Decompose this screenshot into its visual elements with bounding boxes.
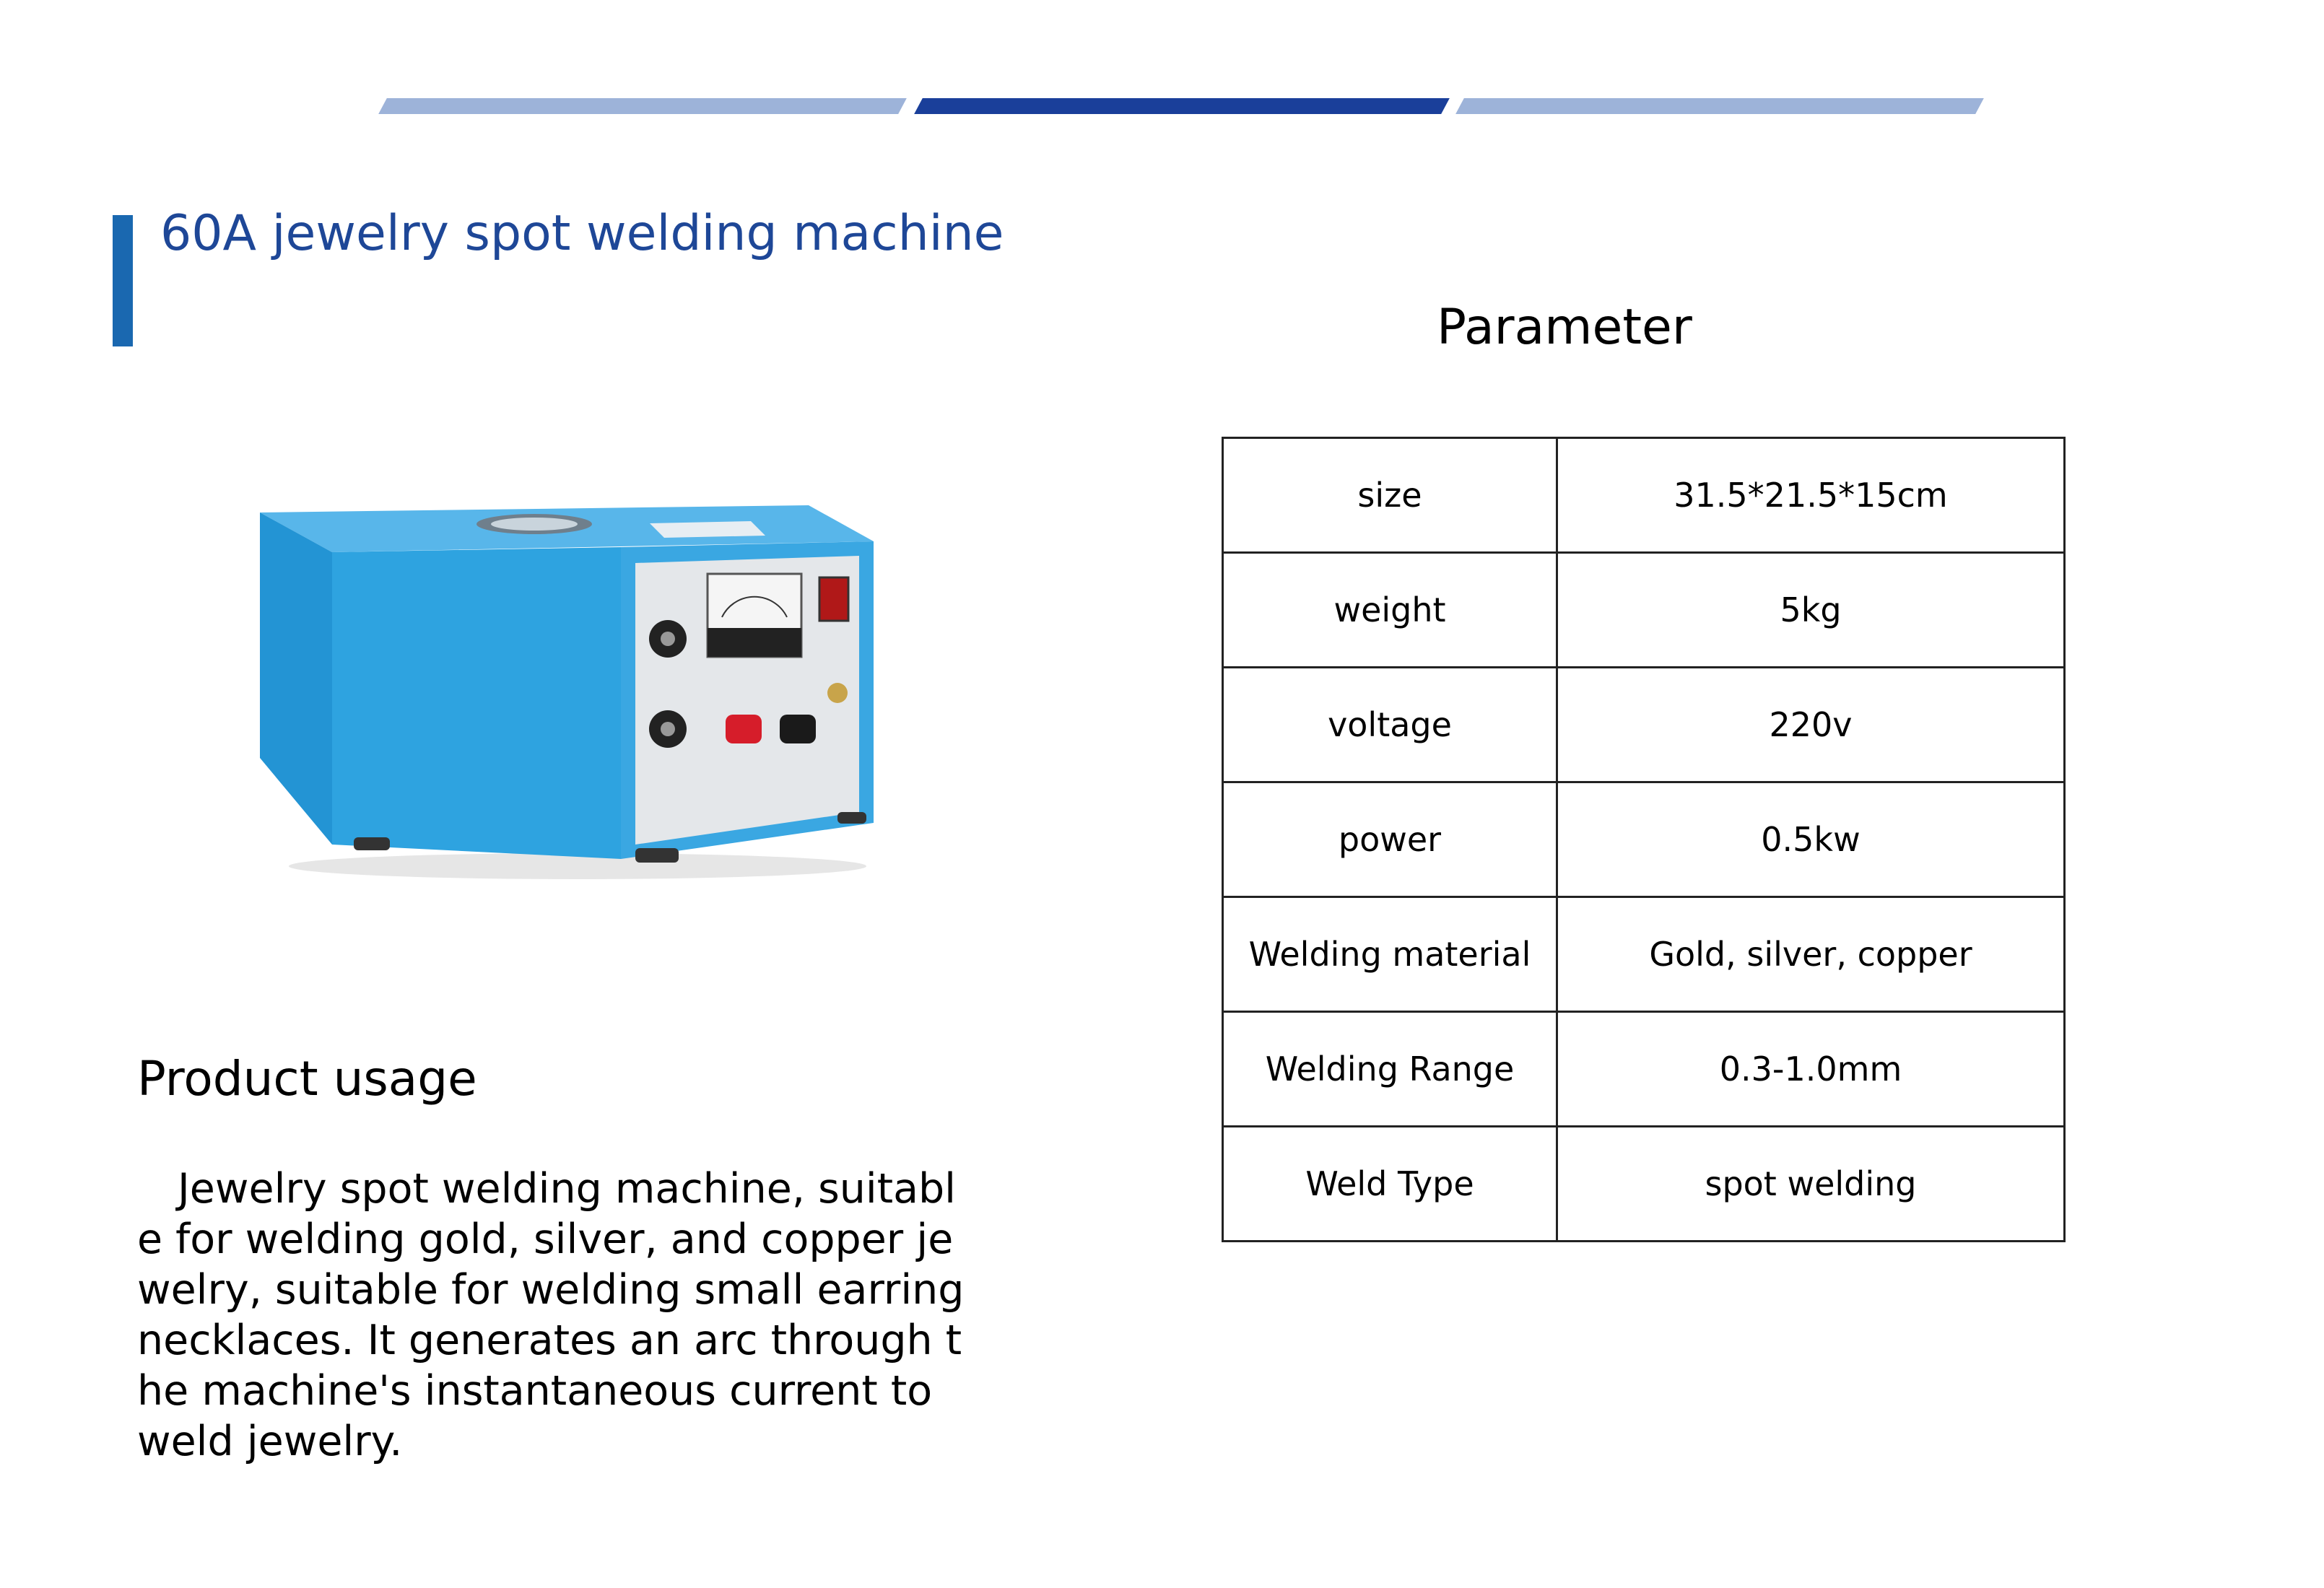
title-accent-bar [113,215,133,346]
param-key: power [1222,781,1558,898]
header-band-left [378,98,907,114]
table-row: power 0.5kw [1222,781,2066,898]
param-key: Welding material [1222,896,1558,1013]
param-value: spot welding [1556,1125,2066,1242]
param-value: Gold, silver, copper [1556,896,2066,1013]
param-value: 0.3-1.0mm [1556,1011,2066,1127]
parameter-table: size 31.5*21.5*15cm weight 5kg voltage 2… [1222,437,2066,1242]
param-value: 5kg [1556,551,2066,668]
table-row: Weld Type spot welding [1222,1125,2066,1242]
param-key: weight [1222,551,1558,668]
param-value: 0.5kw [1556,781,2066,898]
header-band-right [1455,98,1984,114]
table-row: size 31.5*21.5*15cm [1222,437,2066,554]
page-title: 60A jewelry spot welding machine [160,205,1004,262]
table-row: weight 5kg [1222,551,2066,668]
usage-description: Jewelry spot welding machine, suitable f… [137,1165,965,1465]
usage-heading: Product usage [137,1051,477,1107]
parameter-heading: Parameter [1437,299,1692,356]
table-row: Welding Range 0.3-1.0mm [1222,1011,2066,1127]
param-key: Weld Type [1222,1125,1558,1242]
param-value: 31.5*21.5*15cm [1556,437,2066,554]
header-band-center [914,98,1450,114]
param-key: voltage [1222,666,1558,783]
product-image [245,484,895,888]
param-value: 220v [1556,666,2066,783]
param-key: size [1222,437,1558,554]
param-key: Welding Range [1222,1011,1558,1127]
table-row: voltage 220v [1222,666,2066,783]
table-row: Welding material Gold, silver, copper [1222,896,2066,1013]
